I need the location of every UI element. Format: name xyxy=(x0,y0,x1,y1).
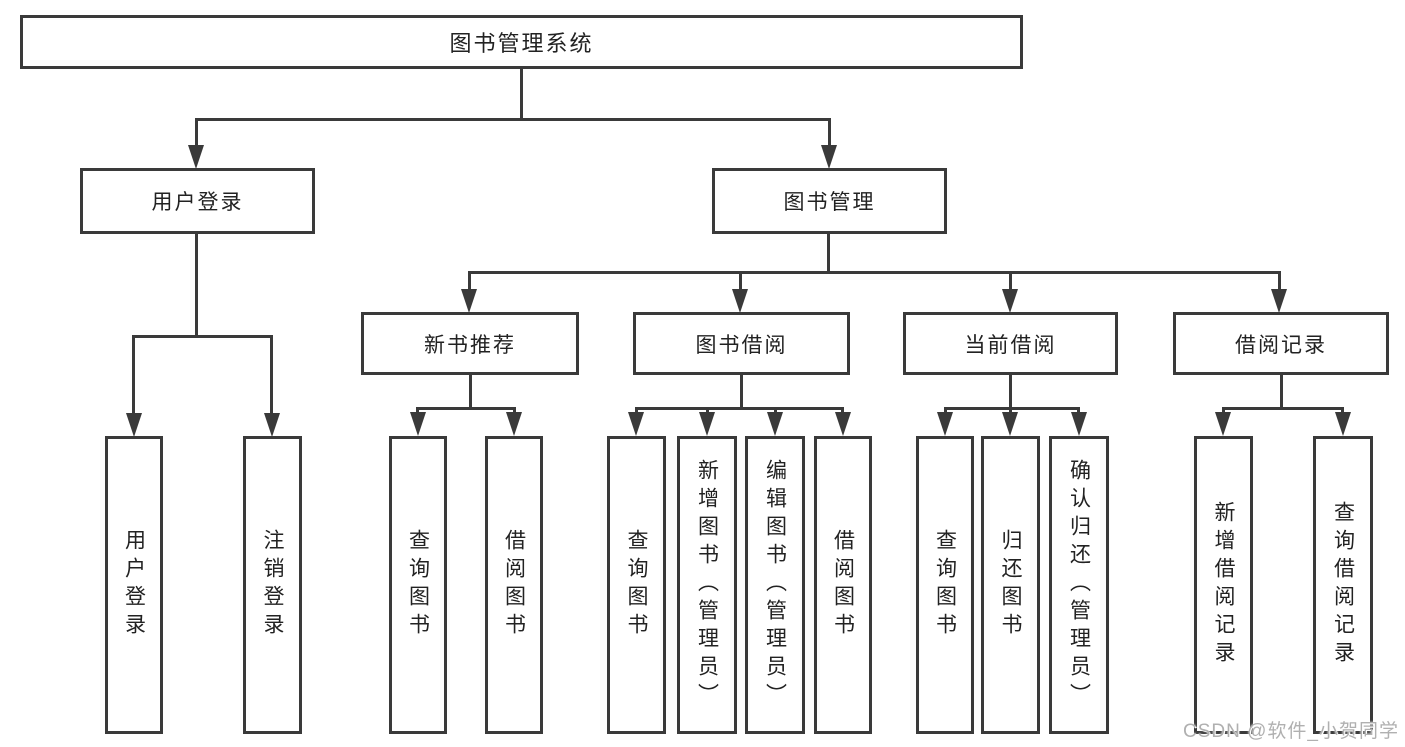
leaf-label: 查询图书 xyxy=(625,529,648,641)
arrowhead-down-icon xyxy=(1071,412,1087,436)
connector-current-borrow-stem xyxy=(1009,375,1012,407)
connector-user-login-rail xyxy=(133,335,272,338)
leaf-label: 编辑图书（管理员） xyxy=(763,459,787,711)
connector-drop-borrow-records xyxy=(1278,271,1281,293)
node-book-borrow: 图书借阅 xyxy=(633,312,850,375)
connector-drop-current-borrow xyxy=(1009,271,1012,293)
connector-book-management-stem xyxy=(827,234,830,271)
node-borrow-records: 借阅记录 xyxy=(1173,312,1389,375)
leaf-return-book: 归还图书 xyxy=(981,436,1040,734)
connector-book-borrow-stem xyxy=(740,375,743,407)
connector-user-login-stem xyxy=(195,234,198,335)
node-label: 图书管理 xyxy=(783,191,876,214)
leaf-borrow-book: 借阅图书 xyxy=(814,436,872,734)
leaf-label: 注销登录 xyxy=(261,529,284,641)
connector-new-book-recommend-stem xyxy=(469,375,472,407)
arrowhead-down-icon xyxy=(1215,412,1231,436)
connector-borrow-records-rail xyxy=(1222,407,1344,410)
arrowhead-down-icon xyxy=(732,289,748,313)
node-library-management-system: 图书管理系统 xyxy=(20,15,1023,69)
node-book-management: 图书管理 xyxy=(712,168,947,234)
leaf-borrow-book-recommend: 借阅图书 xyxy=(485,436,543,734)
connector-level1-rail xyxy=(196,118,831,121)
leaf-edit-book-admin: 编辑图书（管理员） xyxy=(745,436,805,734)
arrowhead-down-icon xyxy=(126,413,142,437)
leaf-logout: 注销登录 xyxy=(243,436,302,734)
arrowhead-down-icon xyxy=(1335,412,1351,436)
leaf-add-borrow-record: 新增借阅记录 xyxy=(1194,436,1253,734)
arrowhead-down-icon xyxy=(937,412,953,436)
node-user-login: 用户登录 xyxy=(80,168,315,234)
leaf-query-borrow-record: 查询借阅记录 xyxy=(1313,436,1373,734)
connector-root-stem xyxy=(520,67,523,118)
node-label: 用户登录 xyxy=(151,191,244,214)
leaf-label: 查询图书 xyxy=(406,529,430,641)
csdn-watermark: CSDN @软件_小贺同学 xyxy=(1183,721,1399,742)
connector-current-borrow-rail xyxy=(944,407,1080,410)
leaf-label: 确认归还（管理员） xyxy=(1067,459,1091,711)
arrowhead-down-icon xyxy=(767,412,783,436)
leaf-label: 借阅图书 xyxy=(502,529,526,641)
arrowhead-down-icon xyxy=(1271,289,1287,313)
leaf-label: 新增图书（管理员） xyxy=(695,459,719,711)
arrowhead-down-icon xyxy=(188,145,204,169)
connector-drop-user-login xyxy=(195,118,198,148)
arrowhead-down-icon xyxy=(1002,289,1018,313)
node-new-book-recommend: 新书推荐 xyxy=(361,312,579,375)
leaf-user-login: 用户登录 xyxy=(105,436,163,734)
arrowhead-down-icon xyxy=(264,413,280,437)
leaf-label: 查询借阅记录 xyxy=(1331,501,1355,669)
arrowhead-down-icon xyxy=(628,412,644,436)
node-label: 新书推荐 xyxy=(424,333,516,357)
node-current-borrow: 当前借阅 xyxy=(903,312,1118,375)
node-label: 当前借阅 xyxy=(964,333,1057,357)
connector-drop-leaf-logout xyxy=(270,335,273,415)
leaf-confirm-return-admin: 确认归还（管理员） xyxy=(1049,436,1109,734)
leaf-label: 归还图书 xyxy=(999,529,1022,641)
leaf-label: 新增借阅记录 xyxy=(1212,501,1235,669)
connector-book-borrow-rail xyxy=(635,407,844,410)
node-label: 图书借阅 xyxy=(695,333,788,357)
leaf-query-book-borrow: 查询图书 xyxy=(607,436,666,734)
leaf-label: 用户登录 xyxy=(122,529,146,641)
leaf-label: 查询图书 xyxy=(933,529,957,641)
arrowhead-down-icon xyxy=(699,412,715,436)
connector-borrow-records-stem xyxy=(1280,375,1283,407)
leaf-query-book-recommend: 查询图书 xyxy=(389,436,447,734)
leaf-query-book-current: 查询图书 xyxy=(916,436,974,734)
arrowhead-down-icon xyxy=(461,289,477,313)
arrowhead-down-icon xyxy=(835,412,851,436)
arrowhead-down-icon xyxy=(1002,412,1018,436)
arrowhead-down-icon xyxy=(410,412,426,436)
connector-drop-book-management xyxy=(828,118,831,148)
arrowhead-down-icon xyxy=(506,412,522,436)
connector-drop-new-book-recommend xyxy=(468,271,471,293)
node-label: 借阅记录 xyxy=(1235,333,1327,357)
connector-drop-leaf-user-login xyxy=(132,335,135,415)
leaf-label: 借阅图书 xyxy=(831,529,855,641)
node-label: 图书管理系统 xyxy=(449,31,594,56)
connector-new-book-recommend-rail xyxy=(417,407,515,410)
leaf-add-book-admin: 新增图书（管理员） xyxy=(677,436,737,734)
arrowhead-down-icon xyxy=(821,145,837,169)
connector-drop-book-borrow xyxy=(739,271,742,293)
connector-level3-rail xyxy=(468,271,1280,274)
